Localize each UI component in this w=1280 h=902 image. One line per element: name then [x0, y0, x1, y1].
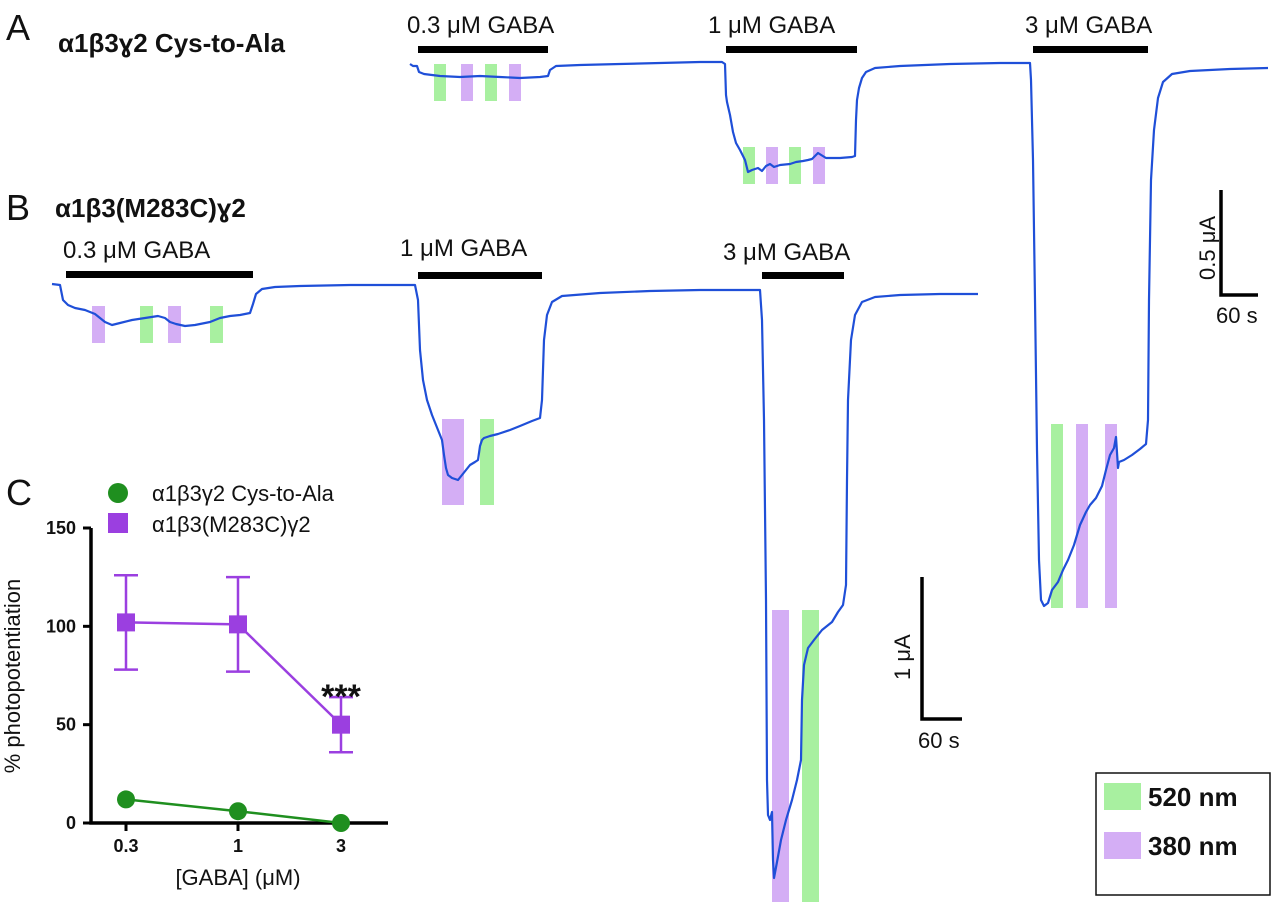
- panel-a-gaba-label-1: 1 μM GABA: [708, 12, 835, 39]
- panel-a-scale-bar: [1219, 190, 1258, 297]
- series-line-1: [125, 621, 342, 726]
- wavelength-legend: 520 nm 380 nm: [1095, 772, 1271, 896]
- chart-axes: [89, 528, 388, 825]
- panel-a-green-pulse: [434, 64, 446, 101]
- panel-b: B α1β3(M283C)ɣ2 0.3 μM GABA 1 μM GABA 3 …: [6, 187, 978, 902]
- panel-a-green-pulse: [485, 64, 497, 101]
- panel-a-title: α1β3ɣ2 Cys-to-Ala: [58, 28, 285, 58]
- panel-a: A α1β3ɣ2 Cys-to-Ala 0.3 μM GABA 1 μM GAB…: [6, 7, 1269, 608]
- panel-b-gaba-label-0: 0.3 μM GABA: [63, 237, 210, 264]
- panel-c-letter: C: [6, 472, 32, 513]
- panel-a-gaba-label-0: 0.3 μM GABA: [407, 12, 554, 39]
- y-tick-label: 100: [46, 616, 76, 636]
- panel-b-purple-pulse: [92, 306, 105, 343]
- panel-b-title: α1β3(M283C)ɣ2: [55, 193, 246, 223]
- legend-label-series-0: α1β3γ2 Cys-to-Ala: [152, 481, 335, 506]
- panel-b-purple-pulse: [442, 419, 464, 505]
- y-tick-label: 0: [66, 813, 76, 833]
- x-tick-label: 1: [233, 836, 243, 856]
- data-point-square: [332, 715, 350, 734]
- panel-b-gaba-bar-2: [762, 272, 844, 279]
- legend-label-series-1: α1β3(M283C)γ2: [152, 512, 311, 537]
- panel-a-purple-pulse: [1076, 424, 1088, 608]
- panel-a-purple-pulse: [1105, 424, 1117, 608]
- panel-a-gaba-bar-1: [726, 46, 857, 53]
- y-axis-label: % photopotentiation: [0, 579, 25, 774]
- series-layer: [114, 573, 353, 832]
- panel-b-gaba-label-2: 3 μM GABA: [723, 239, 850, 266]
- panel-b-gaba-bar-1: [418, 272, 542, 279]
- panel-b-gaba-label-1: 1 μM GABA: [400, 235, 527, 262]
- x-tick-label: 3: [336, 836, 346, 856]
- wavelength-legend-green-swatch: [1104, 783, 1141, 810]
- legend-marker-square: [108, 513, 128, 533]
- data-point-circle: [332, 814, 350, 832]
- panel-a-purple-pulse: [461, 64, 473, 101]
- panel-a-current-trace: [409, 60, 1269, 608]
- y-tick-label: 50: [56, 715, 76, 735]
- legend-marker-circle: [108, 483, 128, 503]
- data-point-circle: [229, 802, 247, 821]
- y-tick-label: 150: [46, 518, 76, 538]
- panel-b-green-pulse: [140, 306, 153, 343]
- panel-a-purple-pulse: [509, 64, 521, 101]
- panel-b-scale-y-label: 1 μA: [890, 634, 915, 680]
- panel-b-purple-pulse: [772, 610, 789, 902]
- panel-b-green-pulse: [210, 306, 223, 343]
- panel-a-scale-x-label: 60 s: [1216, 303, 1258, 328]
- significance-marker: ***: [321, 678, 361, 716]
- y-axis-ticks: 0 50 100 150: [46, 518, 91, 833]
- panel-a-green-pulse: [1051, 424, 1063, 608]
- wavelength-legend-purple-swatch: [1104, 832, 1141, 859]
- panel-b-scale-x-label: 60 s: [918, 728, 960, 753]
- wavelength-legend-purple-label: 380 nm: [1148, 831, 1238, 861]
- panel-a-letter: A: [6, 7, 30, 48]
- panel-a-gaba-label-2: 3 μM GABA: [1025, 12, 1152, 39]
- panel-b-green-pulse: [480, 419, 494, 505]
- x-tick-label: 0.3: [113, 836, 138, 856]
- data-point-circle: [117, 790, 135, 809]
- wavelength-legend-green-label: 520 nm: [1148, 782, 1238, 812]
- data-point-square: [117, 613, 135, 632]
- x-axis-ticks: 0.3 1 3: [113, 823, 346, 856]
- data-point-square: [229, 615, 247, 634]
- panel-b-scale-bar: [920, 577, 962, 721]
- panel-a-gaba-bar-2: [1033, 46, 1148, 53]
- panel-a-green-pulse: [743, 147, 755, 184]
- panel-b-green-pulse: [802, 610, 819, 902]
- panel-b-gaba-bar-0: [66, 271, 253, 278]
- panel-a-gaba-bar-0: [418, 46, 548, 53]
- panel-c: C α1β3γ2 Cys-to-Ala α1β3(M283C)γ2 0 50 100…: [0, 472, 388, 890]
- panel-b-current-trace: [51, 282, 978, 880]
- x-axis-label: [GABA] (μM): [175, 865, 300, 890]
- panel-a-scale-y-label: 0.5 μA: [1195, 216, 1220, 280]
- panel-a-green-pulse: [789, 147, 801, 184]
- panel-b-letter: B: [6, 187, 30, 228]
